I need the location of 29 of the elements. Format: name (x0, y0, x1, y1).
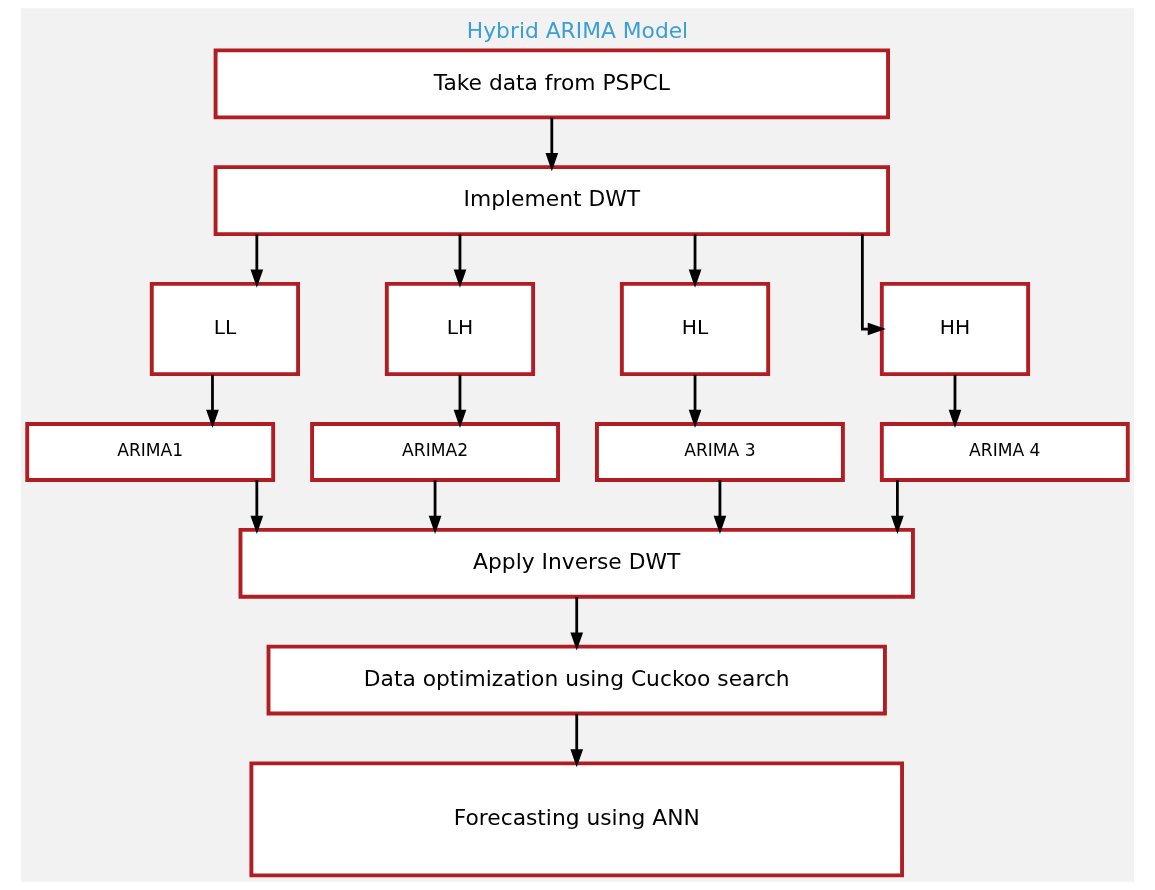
node-box: Take data from PSPCL (213, 48, 890, 120)
node-box: ARIMA 3 (595, 422, 845, 482)
arrow (250, 480, 264, 534)
arrow (453, 234, 467, 288)
node-box: Data optimization using Cuckoo search (266, 644, 887, 716)
node-box: HL (619, 281, 771, 377)
arrow (570, 713, 584, 768)
node-box: LH (384, 281, 536, 377)
arrow (453, 374, 467, 428)
node-box: ARIMA2 (310, 422, 560, 482)
node-box: HH (879, 281, 1031, 377)
node-box: Forecasting using ANN (249, 761, 904, 878)
arrow (948, 374, 962, 428)
arrow (428, 480, 442, 534)
arrow (250, 234, 264, 288)
arrow (860, 234, 886, 336)
node-box: Implement DWT (213, 165, 890, 236)
arrow (206, 374, 219, 428)
node-box: ARIMA 4 (879, 422, 1130, 482)
arrow (570, 597, 584, 651)
arrow (688, 234, 702, 288)
node-box: LL (149, 281, 301, 377)
node-box: Apply Inverse DWT (238, 527, 915, 599)
arrow (545, 117, 559, 172)
arrow (713, 480, 727, 534)
arrow (891, 480, 904, 534)
arrow (688, 374, 702, 428)
node-box: ARIMA1 (25, 422, 276, 482)
diagram-title: Hybrid ARIMA Model (466, 18, 689, 44)
